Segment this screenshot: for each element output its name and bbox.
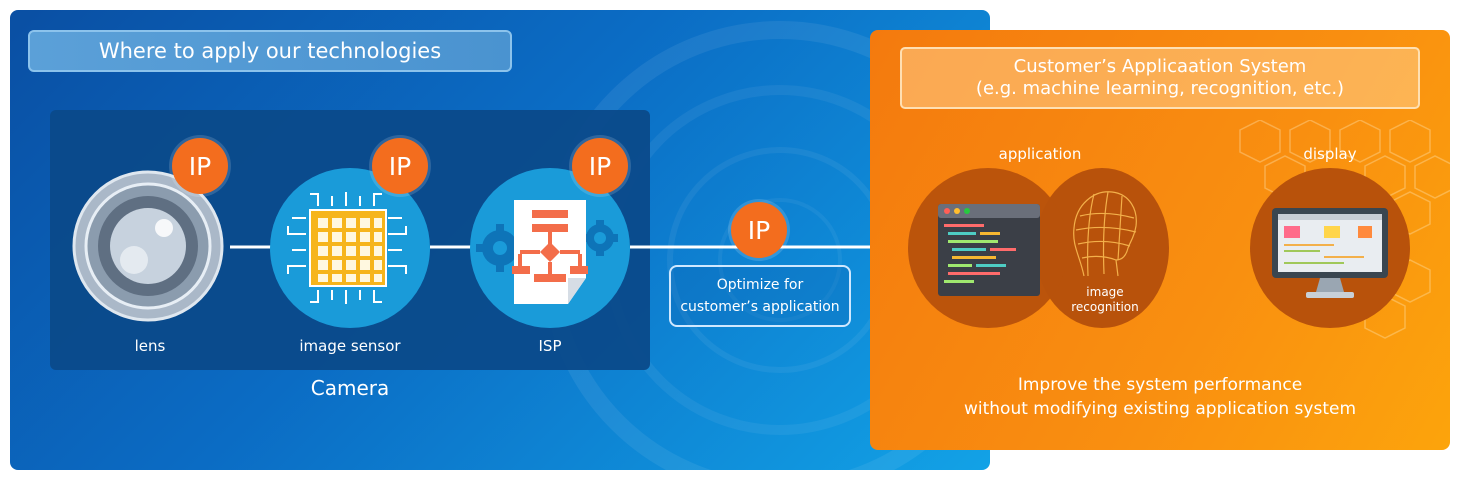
image-sensor-label: image sensor — [299, 337, 401, 355]
lens-icon — [72, 170, 224, 322]
customer-system-title: Customer’s Applicaation System (e.g. mac… — [900, 47, 1420, 109]
monitor-icon — [1272, 208, 1388, 298]
image-recognition-line-1: image — [1086, 285, 1124, 299]
flowchart-document-icon — [476, 200, 618, 304]
optimize-line-1: Optimize for — [716, 277, 804, 293]
lens-label: lens — [134, 337, 166, 355]
application-label: application — [998, 145, 1082, 163]
image-sensor-component — [270, 168, 430, 328]
code-window-icon — [938, 204, 1040, 296]
lens-component — [72, 170, 224, 326]
system-benefit-text: Improve the system performance without m… — [900, 373, 1420, 421]
display-label: display — [1303, 145, 1357, 163]
optimize-note: Optimize for customer’s application — [669, 265, 851, 327]
camera-label: Camera — [310, 376, 390, 400]
optimize-ip-badge: IP — [731, 202, 787, 258]
system-benefit-line-2: without modifying existing application s… — [963, 399, 1357, 419]
lens-ip-badge: IP — [172, 138, 228, 194]
customer-system-title-line-2: (e.g. machine learning, recognition, etc… — [975, 78, 1345, 99]
technology-title: Where to apply our technologies — [28, 30, 512, 72]
isp-component — [470, 168, 630, 328]
wireframe-head-icon — [1073, 191, 1137, 277]
customer-system-title-line-1: Customer’s Applicaation System — [1013, 56, 1307, 77]
image-recognition-label: image recognition — [1050, 285, 1160, 315]
isp-ip-badge: IP — [572, 138, 628, 194]
isp-label: ISP — [538, 337, 562, 355]
system-benefit-line-1: Improve the system performance — [1017, 375, 1303, 395]
image-sensor-ip-badge: IP — [372, 138, 428, 194]
chip-icon — [287, 192, 407, 304]
image-recognition-line-2: recognition — [1071, 300, 1139, 314]
hexagon-pattern-decoration — [1239, 120, 1450, 339]
optimize-line-2: customer’s application — [680, 299, 840, 315]
